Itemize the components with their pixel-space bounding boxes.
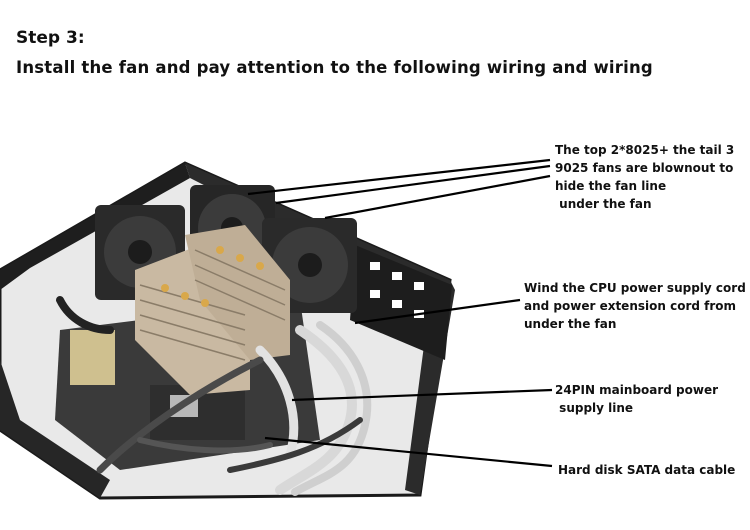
cpu-cooler (135, 225, 290, 395)
step-title: Step 3: (16, 28, 85, 48)
step-subtitle: Install the fan and pay attention to the… (16, 58, 653, 77)
callout-24pin: 24PIN mainboard power supply line (555, 383, 719, 415)
leader-lines (247, 158, 553, 468)
callout-sata: Hard disk SATA data cable (558, 463, 736, 477)
callout-cpu-power: Wind the CPU power supply cord and power… (524, 281, 746, 331)
callout-fans: The top 2*8025+ the tail 3 9025 fans are… (555, 143, 735, 211)
power-cables (56, 296, 372, 496)
